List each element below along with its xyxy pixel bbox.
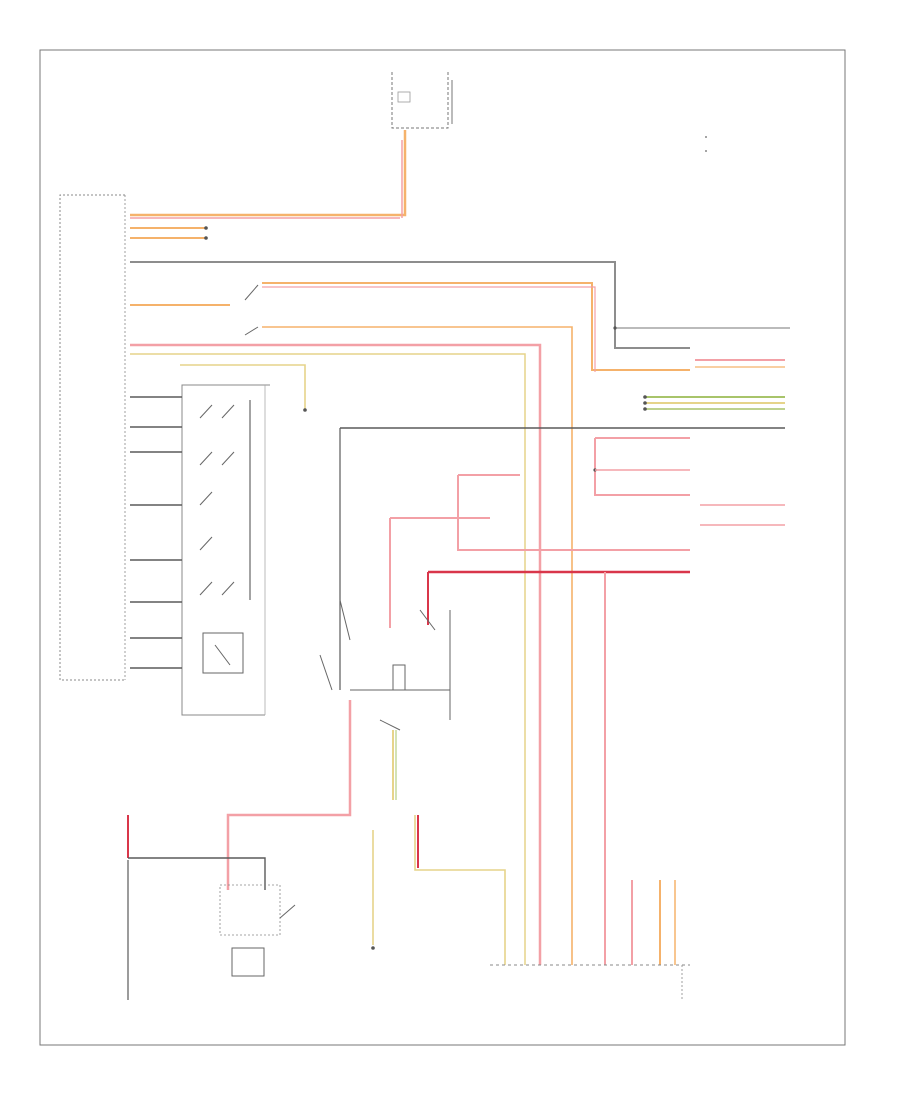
- switch-block: [181, 384, 270, 716]
- fuse-block: [391, 72, 453, 129]
- control-module-outline: [59, 194, 125, 681]
- switch-contacts: [199, 404, 235, 596]
- relay-coil: [202, 632, 244, 674]
- wire-gray-main: [130, 261, 690, 349]
- center-relay: [319, 599, 451, 731]
- switch-wires: [130, 396, 182, 669]
- legend: [705, 136, 707, 152]
- starter-motor: [219, 884, 296, 977]
- diagram-frame: [39, 49, 846, 1046]
- wire-fuse-feed: [130, 130, 407, 217]
